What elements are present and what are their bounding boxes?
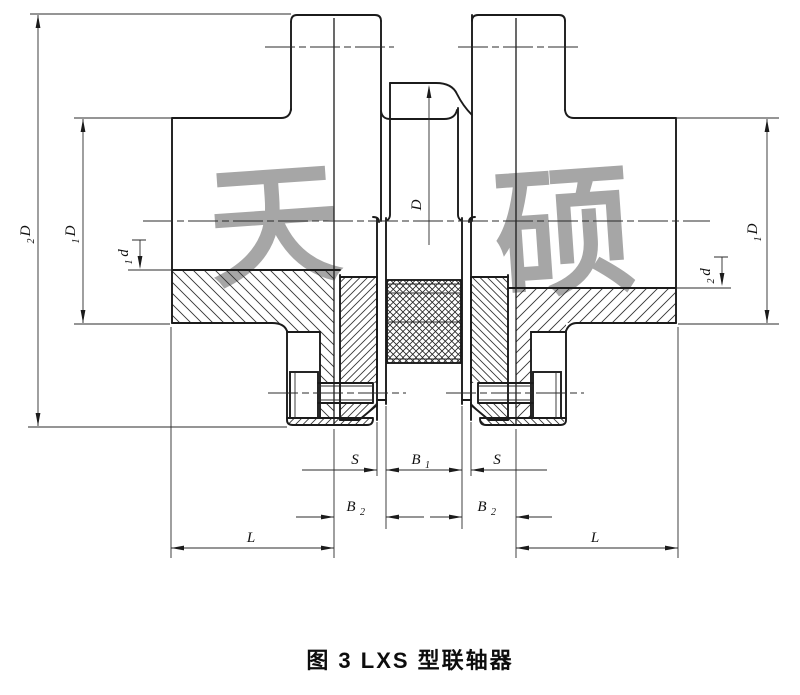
svg-text:D: D bbox=[409, 199, 425, 211]
dimension-labels: D 2 D 1 d 1 D d 2 D 1 S B 1 S B bbox=[18, 199, 764, 546]
dim-label-D2: D 2 bbox=[18, 225, 37, 243]
dim-label-B2-right: B 2 bbox=[477, 499, 496, 518]
dim-label-B1: B 1 bbox=[411, 452, 430, 471]
dim-label-B2-left: B 2 bbox=[346, 499, 365, 518]
svg-text:D: D bbox=[18, 225, 34, 237]
svg-text:B: B bbox=[477, 499, 486, 515]
dim-label-d1: d 1 bbox=[116, 249, 135, 265]
svg-text:2: 2 bbox=[706, 279, 717, 284]
dim-label-D1-right: D 1 bbox=[745, 223, 764, 241]
dim-label-S-left: S bbox=[351, 452, 359, 468]
svg-text:D: D bbox=[745, 223, 761, 235]
dim-label-L-right: L bbox=[590, 530, 599, 546]
svg-text:D: D bbox=[63, 225, 79, 237]
svg-text:B: B bbox=[346, 499, 355, 515]
svg-text:1: 1 bbox=[753, 237, 764, 242]
svg-text:B: B bbox=[411, 452, 420, 468]
svg-text:1: 1 bbox=[124, 260, 135, 265]
dim-label-L-left: L bbox=[246, 530, 255, 546]
svg-text:2: 2 bbox=[360, 507, 365, 518]
section-hatching bbox=[172, 270, 676, 425]
coupling-outline bbox=[171, 14, 677, 426]
dim-label-S-right: S bbox=[493, 452, 501, 468]
svg-text:2: 2 bbox=[26, 239, 37, 244]
dim-label-D1-left: D 1 bbox=[63, 225, 82, 243]
dimension-lines bbox=[28, 13, 779, 558]
svg-text:2: 2 bbox=[491, 507, 496, 518]
centerlines bbox=[143, 46, 710, 394]
svg-text:1: 1 bbox=[71, 239, 82, 244]
dim-label-d2: d 2 bbox=[698, 268, 717, 284]
svg-text:d: d bbox=[116, 249, 132, 257]
svg-text:d: d bbox=[698, 268, 714, 276]
figure-caption: 图 3 LXS 型联轴器 bbox=[306, 648, 513, 673]
dim-label-D: D bbox=[409, 199, 425, 211]
svg-text:1: 1 bbox=[425, 460, 430, 471]
